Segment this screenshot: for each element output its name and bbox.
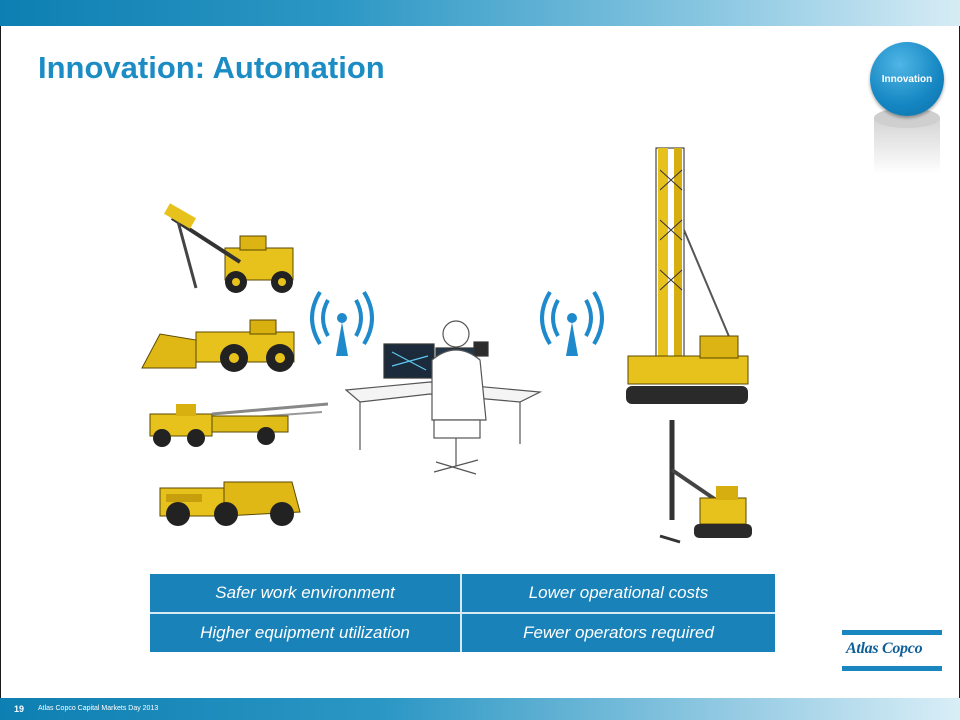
operator-station-icon <box>344 320 543 475</box>
wireless-icon <box>310 290 374 356</box>
benefits-table: Safer work environment Lower operational… <box>150 574 775 652</box>
benefit-cell: Fewer operators required <box>462 614 775 652</box>
footer-bar <box>0 698 960 720</box>
badge-pedestal <box>874 118 940 188</box>
section-badge: Innovation <box>866 40 948 190</box>
small-drill-rig-icon <box>659 420 752 544</box>
badge-label: Innovation <box>870 42 944 116</box>
slide-title: Innovation: Automation <box>38 50 385 85</box>
loader-icon <box>141 319 295 372</box>
footer-text: Atlas Copco Capital Markets Day 2013 <box>38 705 159 712</box>
logo-bar-bottom <box>842 666 942 671</box>
atlas-copco-logo: Atlas Copco <box>842 630 942 676</box>
benefit-cell: Lower operational costs <box>462 574 775 612</box>
page-number: 19 <box>14 704 25 714</box>
benefit-cell: Higher equipment utilization <box>150 614 460 652</box>
truck-icon <box>159 481 301 526</box>
logo-text: Atlas Copco <box>846 640 923 657</box>
drill-rig-icon <box>164 203 294 293</box>
logo-bar-top <box>842 630 942 635</box>
benefit-cell: Safer work environment <box>150 574 460 612</box>
surface-drill-tower-icon <box>626 147 749 404</box>
bolter-icon <box>149 402 329 447</box>
wireless-icon <box>540 290 604 356</box>
badge-pedestal-top <box>874 108 940 128</box>
top-bar <box>0 0 960 26</box>
